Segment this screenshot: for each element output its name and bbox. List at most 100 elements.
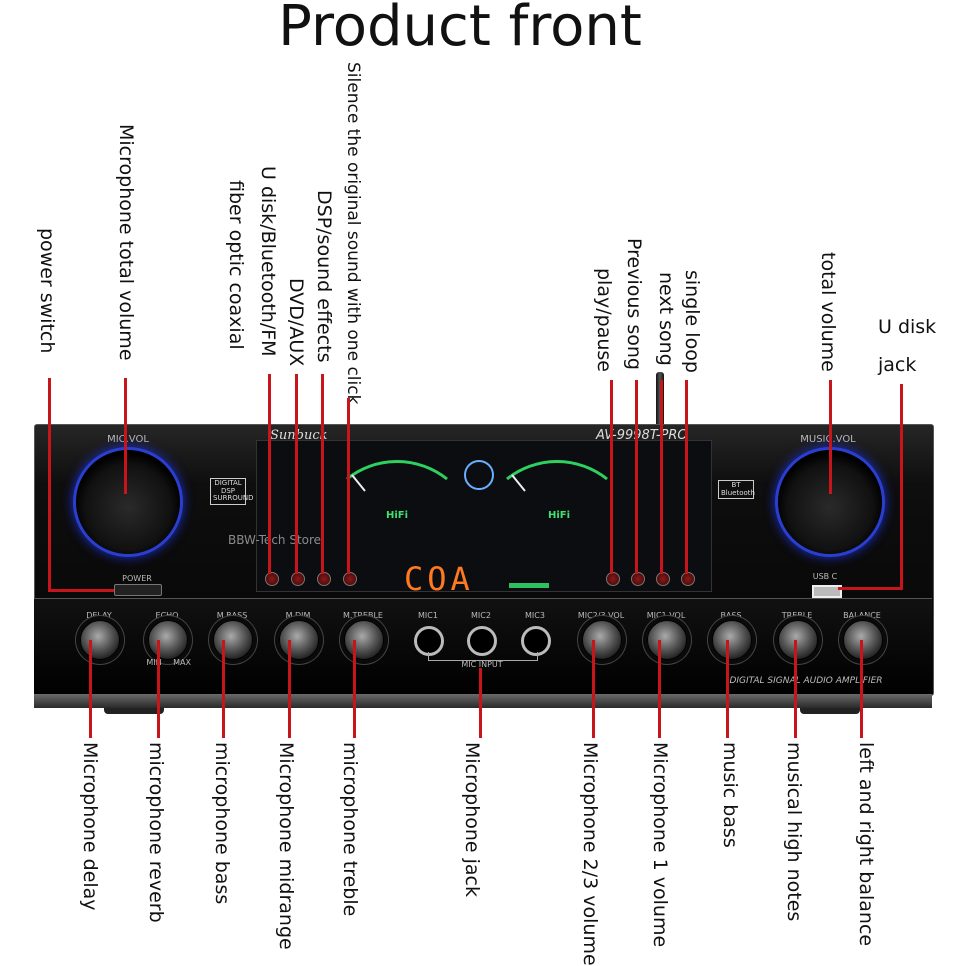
mic-vol-label: MIC.VOL xyxy=(107,434,149,445)
callout-mic-midrange xyxy=(288,640,291,738)
foot-left xyxy=(104,708,164,714)
page-title: Product front xyxy=(278,0,642,59)
callout-dvd xyxy=(321,374,324,574)
vu-meters xyxy=(346,460,608,588)
knob-echo[interactable] xyxy=(148,620,188,660)
mic3-jack[interactable] xyxy=(521,626,551,656)
label-fiber-optic-coaxial: fiber optic coaxial xyxy=(225,180,247,350)
callout-u-disk xyxy=(295,374,298,574)
button-silence[interactable] xyxy=(343,572,357,586)
label-musical-high-notes: musical high notes xyxy=(783,742,805,922)
mic2-jack[interactable] xyxy=(467,626,497,656)
button-previous-song[interactable] xyxy=(631,572,645,586)
power-switch[interactable] xyxy=(114,584,162,596)
label-u-disk-bt-fm: U disk/Bluetooth/FM xyxy=(257,166,279,357)
callout-music-bass xyxy=(726,640,729,738)
knob-mic-1-volume[interactable] xyxy=(647,620,687,660)
callout-next xyxy=(660,380,663,574)
watermark: BBW-Tech Store xyxy=(228,533,322,547)
mic-input-label: MIC INPUT xyxy=(461,660,503,669)
label-dvd-aux: DVD/AUX xyxy=(285,278,307,367)
callout-total-volume xyxy=(829,380,832,494)
knob-label-echo: ECHO xyxy=(155,611,179,620)
callout-mic-23-volume xyxy=(592,640,595,738)
label-dsp-sound-effects: DSP/sound effects xyxy=(313,190,335,363)
callout-usb-h xyxy=(838,587,903,590)
knob-mic-bass[interactable] xyxy=(213,620,253,660)
knob-mic-treble[interactable] xyxy=(344,620,384,660)
mic1-jack[interactable] xyxy=(414,626,444,656)
knob-label-bass: BASS xyxy=(720,611,742,620)
callout-mic-jack xyxy=(479,668,482,738)
footer-label: DIGITAL SIGNAL AUDIO AMPLIFIER xyxy=(729,676,883,686)
callout-play xyxy=(610,380,613,574)
max-label-echo: MAX xyxy=(173,658,191,667)
callout-fiber xyxy=(268,374,271,574)
knob-music-treble[interactable] xyxy=(778,620,818,660)
callout-power-h xyxy=(48,589,114,592)
button-next-song[interactable] xyxy=(656,572,670,586)
label-mic-23-volume: Microphone 2/3 volume xyxy=(579,742,601,966)
label-mic-treble: microphone treble xyxy=(339,742,361,917)
model-number: AV-9998T-PRO xyxy=(596,428,688,443)
button-single-loop[interactable] xyxy=(681,572,695,586)
min-label-echo: MIN xyxy=(146,658,162,667)
knob-mic-23-volume[interactable] xyxy=(582,620,622,660)
label-mic-reverb: microphone reverb xyxy=(145,742,167,923)
label-mic-total-volume: Microphone total volume xyxy=(115,124,137,361)
knob-label-mdim: M.DIM xyxy=(285,611,311,620)
bluetooth-badge: BT Bluetooth xyxy=(718,480,755,500)
source-display: COA xyxy=(404,560,474,598)
button-dvd-aux[interactable] xyxy=(317,572,331,586)
hifi-label-right: HiFi xyxy=(548,510,571,521)
label-mic-bass: microphone bass xyxy=(211,742,233,905)
mic3-label: MIC3 xyxy=(525,611,545,620)
button-fiber-coaxial[interactable] xyxy=(265,572,279,586)
knob-mic-midrange[interactable] xyxy=(279,620,319,660)
mic-volume-knob[interactable] xyxy=(76,450,180,554)
label-silence-original: Silence the original sound with one clic… xyxy=(343,62,363,405)
callout-lr-balance xyxy=(860,640,863,738)
callout-mic-treble xyxy=(353,640,356,738)
callout-silence xyxy=(347,398,350,574)
label-next-song: next song xyxy=(655,272,677,366)
music-vol-label: MUSIC.VOL xyxy=(800,434,856,445)
label-lr-balance: left and right balance xyxy=(855,742,877,947)
label-mic-delay: Microphone delay xyxy=(79,742,101,911)
label-play-pause: play/pause xyxy=(593,268,615,372)
label-mic-midrange: Microphone midrange xyxy=(275,742,297,950)
label-power-switch: power switch xyxy=(36,228,58,354)
callout-musical-high xyxy=(794,640,797,738)
knob-label-mbass: M.BASS xyxy=(216,611,248,620)
usb-port[interactable] xyxy=(812,585,842,598)
mic-input-bracket xyxy=(428,652,538,661)
knob-label-treble: TREBLE xyxy=(781,611,813,620)
knob-balance[interactable] xyxy=(843,620,883,660)
label-u-disk-line1: U disk xyxy=(878,316,937,338)
callout-mic-reverb xyxy=(157,640,160,738)
callout-loop xyxy=(685,380,688,574)
button-u-disk-bt-fm[interactable] xyxy=(291,572,305,586)
mic1-label: MIC1 xyxy=(418,611,438,620)
callout-mic-bass xyxy=(222,640,225,738)
knob-music-bass[interactable] xyxy=(712,620,752,660)
callout-mic-1-volume xyxy=(658,640,661,738)
callout-power-v xyxy=(48,378,51,592)
mic2-label: MIC2 xyxy=(471,611,491,620)
label-mic-1-volume: Microphone 1 volume xyxy=(649,742,671,948)
callout-usb-v xyxy=(900,384,903,590)
knob-label-mic23vol: MIC2/3 VOL xyxy=(577,611,625,620)
knob-label-balance: BALANCE xyxy=(843,611,881,620)
knob-delay[interactable] xyxy=(80,620,120,660)
label-u-disk-line2: jack xyxy=(878,354,917,376)
label-previous-song: Previous song xyxy=(623,238,645,370)
foot-right xyxy=(800,708,860,714)
amplifier-trim-strip xyxy=(34,694,932,708)
label-music-bass: music bass xyxy=(719,742,741,848)
label-single-loop: single loop xyxy=(681,270,703,373)
button-play-pause[interactable] xyxy=(606,572,620,586)
knob-label-delay: DELAY xyxy=(86,611,112,620)
power-label: POWER xyxy=(122,574,152,583)
display-screen xyxy=(256,440,712,592)
dsp-badge: DIGITAL DSP SURROUND xyxy=(210,478,254,506)
